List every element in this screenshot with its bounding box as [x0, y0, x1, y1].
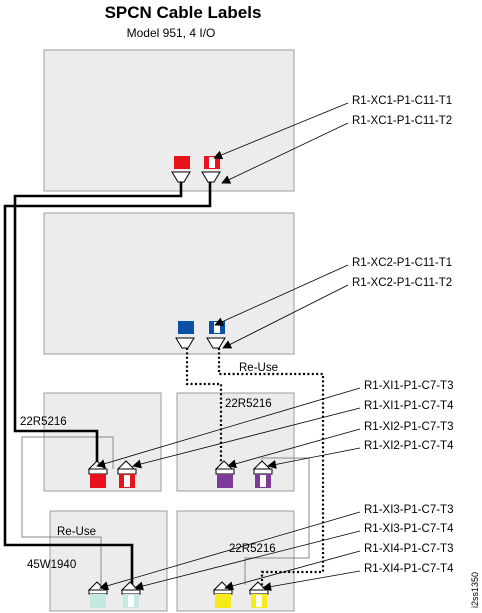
- drawer-xi3: [49, 510, 168, 612]
- dotted-cable: [217, 348, 325, 585]
- ports-xi1: [87, 460, 137, 488]
- ports-xi3: [87, 581, 141, 608]
- label-xi3-t4: R1-XI3-P1-C7-T4: [364, 523, 454, 535]
- connector-icon: [175, 337, 195, 349]
- label-xi1-t3: R1-XI1-P1-C7-T3: [364, 380, 453, 392]
- ports-xc1: [171, 156, 221, 183]
- label-xi2-t4: R1-XI2-P1-C7-T4: [364, 440, 454, 452]
- label-xi2-t3: R1-XI2-P1-C7-T3: [364, 421, 453, 433]
- figure-id: i2ss1350: [470, 572, 480, 608]
- reuse-label-upper: Re-Use: [239, 362, 278, 374]
- connector-icon: [206, 337, 226, 349]
- label-xi4-t3: R1-XI4-P1-C7-T3: [364, 543, 453, 555]
- label-xi1-t4: R1-XI1-P1-C7-T4: [364, 400, 454, 412]
- drawer-xc2: [43, 212, 295, 355]
- diagram-subtitle: Model 951, 4 I/O: [127, 26, 216, 40]
- part-number: 45W1940: [27, 559, 76, 571]
- label-xc1-t2: R1-XC1-P1-C11-T2: [352, 115, 452, 127]
- drawer-xi2: [176, 392, 295, 492]
- ports-xi4: [212, 581, 269, 608]
- cable: [13, 182, 183, 469]
- drawer-xc1: [43, 49, 295, 192]
- connector-icon: [171, 171, 191, 183]
- diagram-title: SPCN Cable Labels: [105, 3, 262, 22]
- drawer-xi4: [176, 510, 295, 612]
- connector-icon: [201, 171, 221, 183]
- routing-line: [244, 457, 310, 585]
- part-number: 22R5216: [20, 416, 67, 428]
- leader-lines: [96, 102, 361, 592]
- ports-xi2: [214, 460, 273, 488]
- label-xi4-t4: R1-XI4-P1-C7-T4: [364, 563, 454, 575]
- label-xc2-t2: R1-XC2-P1-C11-T2: [352, 277, 452, 289]
- label-xc2-t1: R1-XC2-P1-C11-T1: [352, 257, 452, 269]
- label-xi3-t3: R1-XI3-P1-C7-T3: [364, 504, 453, 516]
- reuse-label-lower: Re-Use: [57, 526, 96, 538]
- part-number: 22R5216: [225, 398, 272, 410]
- part-number: 22R5216: [229, 543, 276, 555]
- label-xc1-t1: R1-XC1-P1-C11-T1: [352, 95, 452, 107]
- dotted-cable: [185, 348, 223, 469]
- cable: [3, 182, 212, 585]
